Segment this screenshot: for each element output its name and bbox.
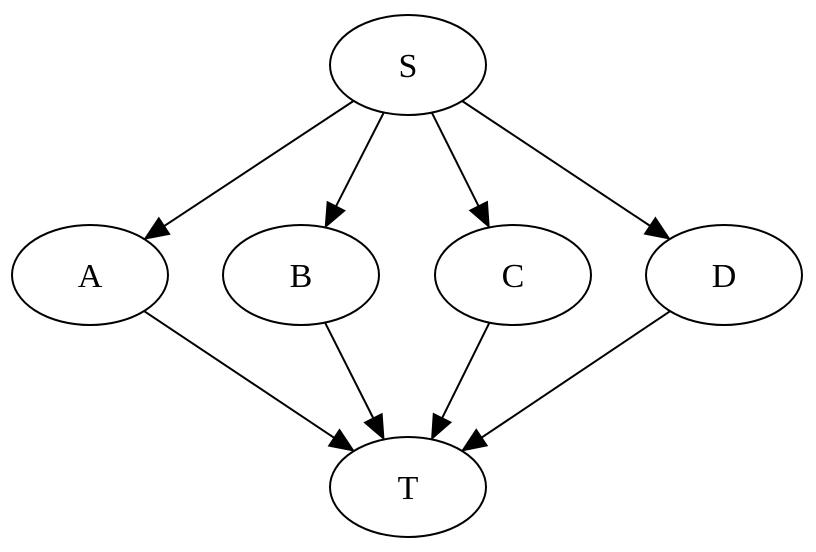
- node-label-s: S: [399, 48, 418, 85]
- node-label-a: A: [78, 258, 103, 295]
- arrowhead-b-t: [363, 412, 385, 441]
- node-ellipse-b: [222, 224, 380, 326]
- edge-c-t: [441, 322, 491, 419]
- edge-s-c: [430, 112, 480, 207]
- node-label-t: T: [398, 470, 419, 507]
- node-ellipse-t: [329, 436, 487, 538]
- edges-layer: [143, 100, 671, 452]
- node-ellipse-c: [434, 224, 592, 326]
- arrowhead-d-t: [460, 428, 489, 452]
- node-ellipse-d: [645, 224, 803, 326]
- edge-s-a: [163, 100, 355, 227]
- node-ellipse-s: [329, 14, 487, 116]
- nodes-layer: S A B C D T: [11, 14, 803, 538]
- node-c: C: [434, 224, 592, 326]
- node-ellipse-a: [11, 224, 169, 326]
- node-t: T: [329, 436, 487, 538]
- node-d: D: [645, 224, 803, 326]
- arrowhead-s-b: [324, 200, 346, 229]
- arrowhead-s-d: [643, 216, 671, 240]
- node-label-d: D: [712, 258, 737, 295]
- edge-s-b: [335, 112, 385, 207]
- arrowhead-a-t: [327, 428, 356, 452]
- node-s: S: [329, 14, 487, 116]
- edge-b-t: [324, 322, 375, 419]
- edge-d-t: [481, 310, 671, 439]
- arrowhead-s-a: [143, 216, 171, 240]
- arrowhead-c-t: [431, 412, 453, 441]
- node-label-c: C: [502, 258, 525, 295]
- edge-a-t: [143, 310, 335, 439]
- edge-s-d: [461, 100, 651, 227]
- arrowhead-s-c: [468, 200, 490, 229]
- node-b: B: [222, 224, 380, 326]
- node-a: A: [11, 224, 169, 326]
- node-label-b: B: [290, 258, 313, 295]
